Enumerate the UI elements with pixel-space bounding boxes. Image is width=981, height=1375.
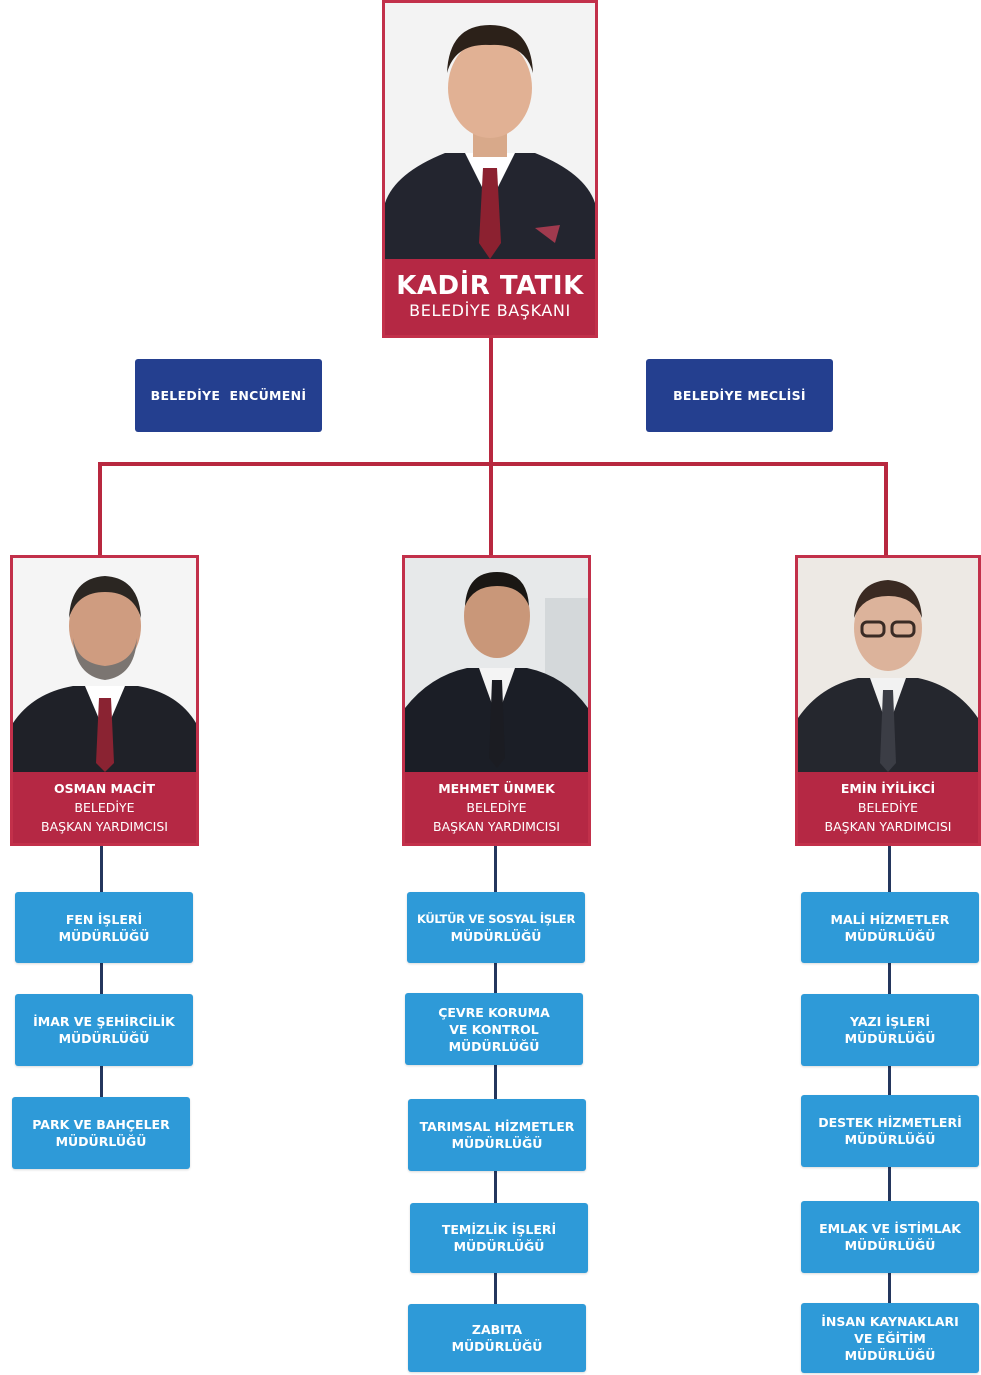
unit-line: TARIMSAL HİZMETLER	[419, 1119, 575, 1134]
deputy-card-right: EMİN İYİLİKCİ BELEDİYE BAŞKAN YARDIMCISI	[795, 555, 981, 846]
connector-middle-deputy	[489, 462, 493, 558]
unit-box-emlak-istimlak: EMLAK VE İSTİMLAK MÜDÜRLÜĞÜ	[801, 1201, 979, 1273]
unit-box-cevre-koruma: ÇEVRE KORUMA VE KONTROL MÜDÜRLÜĞÜ	[405, 993, 583, 1065]
council-label-encumen: BELEDİYE ENCÜMENİ	[150, 388, 307, 403]
unit-box-insan-kaynaklari: İNSAN KAYNAKLARI VE EĞİTİM MÜDÜRLÜĞÜ	[801, 1303, 979, 1373]
mayor-caption: KADİR TATIK BELEDİYE BAŞKANI	[385, 259, 595, 335]
connector-right-units	[888, 845, 891, 1310]
unit-line: VE EĞİTİM	[854, 1330, 926, 1346]
deputy-title-line2-middle: BAŞKAN YARDIMCISI	[433, 819, 560, 834]
unit-box-park-bahceler: PARK VE BAHÇELER MÜDÜRLÜĞÜ	[12, 1097, 190, 1169]
deputy-caption-left: OSMAN MACİT BELEDİYE BAŞKAN YARDIMCISI	[13, 772, 196, 843]
deputy-photo-left	[13, 558, 196, 772]
unit-line: MÜDÜRLÜĞÜ	[453, 1239, 545, 1254]
deputy-name-right: EMİN İYİLİKCİ	[840, 781, 936, 796]
unit-line: MÜDÜRLÜĞÜ	[844, 1132, 936, 1147]
unit-line: MÜDÜRLÜĞÜ	[844, 1347, 936, 1363]
deputy-title-line1-left: BELEDİYE	[74, 800, 135, 815]
unit-box-mali-hizmetler: MALİ HİZMETLER MÜDÜRLÜĞÜ	[801, 892, 979, 963]
council-label-meclis: BELEDİYE MECLİSİ	[673, 388, 806, 403]
unit-line: MÜDÜRLÜĞÜ	[58, 928, 150, 944]
deputy-photo-middle	[405, 558, 588, 772]
mayor-name: KADİR TATIK	[396, 271, 584, 301]
unit-line: KÜLTÜR VE SOSYAL İŞLER	[416, 911, 576, 926]
unit-box-imar-sehircilik: İMAR VE ŞEHİRCİLİK MÜDÜRLÜĞÜ	[15, 994, 193, 1066]
deputy-card-middle: MEHMET ÜNMEK BELEDİYE BAŞKAN YARDIMCISI	[402, 555, 591, 846]
unit-line: MÜDÜRLÜĞÜ	[844, 1238, 936, 1253]
unit-line: YAZI İŞLERİ	[849, 1014, 931, 1029]
unit-box-yazi-isleri: YAZI İŞLERİ MÜDÜRLÜĞÜ	[801, 994, 979, 1066]
deputy-caption-right: EMİN İYİLİKCİ BELEDİYE BAŞKAN YARDIMCISI	[798, 772, 978, 843]
deputy-photo-right	[798, 558, 978, 772]
connector-horizontal	[98, 462, 888, 466]
connector-middle-units	[494, 845, 497, 1310]
deputy-caption-middle: MEHMET ÜNMEK BELEDİYE BAŞKAN YARDIMCISI	[405, 772, 588, 843]
deputy-title-middle: BELEDİYE BAŞKAN YARDIMCISI	[433, 798, 560, 836]
mayor-title: BELEDİYE BAŞKANI	[409, 301, 571, 320]
unit-box-tarimsal: TARIMSAL HİZMETLER MÜDÜRLÜĞÜ	[408, 1099, 586, 1171]
connector-left-deputy	[98, 462, 102, 558]
unit-line: MÜDÜRLÜĞÜ	[451, 1339, 543, 1354]
unit-line: MÜDÜRLÜĞÜ	[450, 928, 542, 944]
connector-mayor-down	[489, 336, 493, 466]
council-box-encumen: BELEDİYE ENCÜMENİ	[135, 359, 322, 432]
unit-line: TEMİZLİK İŞLERİ	[441, 1222, 557, 1237]
connector-right-deputy	[884, 462, 888, 558]
mayor-card: KADİR TATIK BELEDİYE BAŞKANI	[382, 0, 598, 338]
deputy-title-line2-right: BAŞKAN YARDIMCISI	[824, 819, 952, 834]
unit-box-zabita: ZABITA MÜDÜRLÜĞÜ	[408, 1304, 586, 1372]
unit-line: MÜDÜRLÜĞÜ	[448, 1038, 540, 1054]
deputy-name-left: OSMAN MACİT	[53, 781, 156, 796]
deputy-card-left: OSMAN MACİT BELEDİYE BAŞKAN YARDIMCISI	[10, 555, 199, 846]
unit-line: İNSAN KAYNAKLARI	[821, 1313, 959, 1329]
unit-line: PARK VE BAHÇELER	[32, 1117, 170, 1132]
unit-box-destek-hizmetleri: DESTEK HİZMETLERİ MÜDÜRLÜĞÜ	[801, 1095, 979, 1167]
unit-line: MÜDÜRLÜĞÜ	[844, 928, 936, 944]
unit-line: MÜDÜRLÜĞÜ	[451, 1136, 543, 1151]
deputy-title-left: BELEDİYE BAŞKAN YARDIMCISI	[41, 798, 168, 836]
unit-line: FEN İŞLERİ	[65, 911, 143, 927]
unit-box-kultur-sosyal: KÜLTÜR VE SOSYAL İŞLER MÜDÜRLÜĞÜ	[407, 892, 585, 963]
unit-line: ÇEVRE KORUMA	[438, 1004, 550, 1020]
unit-line: VE KONTROL	[449, 1021, 539, 1037]
unit-line: MÜDÜRLÜĞÜ	[844, 1031, 936, 1046]
unit-box-temizlik: TEMİZLİK İŞLERİ MÜDÜRLÜĞÜ	[410, 1203, 588, 1273]
unit-line: MALİ HİZMETLER	[830, 911, 950, 927]
deputy-title-line1-right: BELEDİYE	[857, 800, 919, 815]
unit-line: DESTEK HİZMETLERİ	[818, 1115, 962, 1130]
deputy-title-right: BELEDİYE BAŞKAN YARDIMCISI	[825, 798, 952, 836]
unit-line: ZABITA	[471, 1322, 523, 1337]
council-box-meclis: BELEDİYE MECLİSİ	[646, 359, 833, 432]
unit-line: MÜDÜRLÜĞÜ	[55, 1134, 147, 1149]
deputy-title-line1-middle: BELEDİYE	[466, 800, 527, 815]
connector-left-units	[100, 845, 103, 1105]
unit-line: EMLAK VE İSTİMLAK	[819, 1221, 961, 1236]
unit-line: MÜDÜRLÜĞÜ	[58, 1031, 150, 1046]
deputy-title-line2-left: BAŞKAN YARDIMCISI	[41, 819, 168, 834]
mayor-photo	[385, 3, 595, 259]
unit-box-fen-isleri: FEN İŞLERİ MÜDÜRLÜĞÜ	[15, 892, 193, 963]
deputy-name-middle: MEHMET ÜNMEK	[438, 781, 555, 796]
unit-line: İMAR VE ŞEHİRCİLİK	[33, 1014, 175, 1029]
